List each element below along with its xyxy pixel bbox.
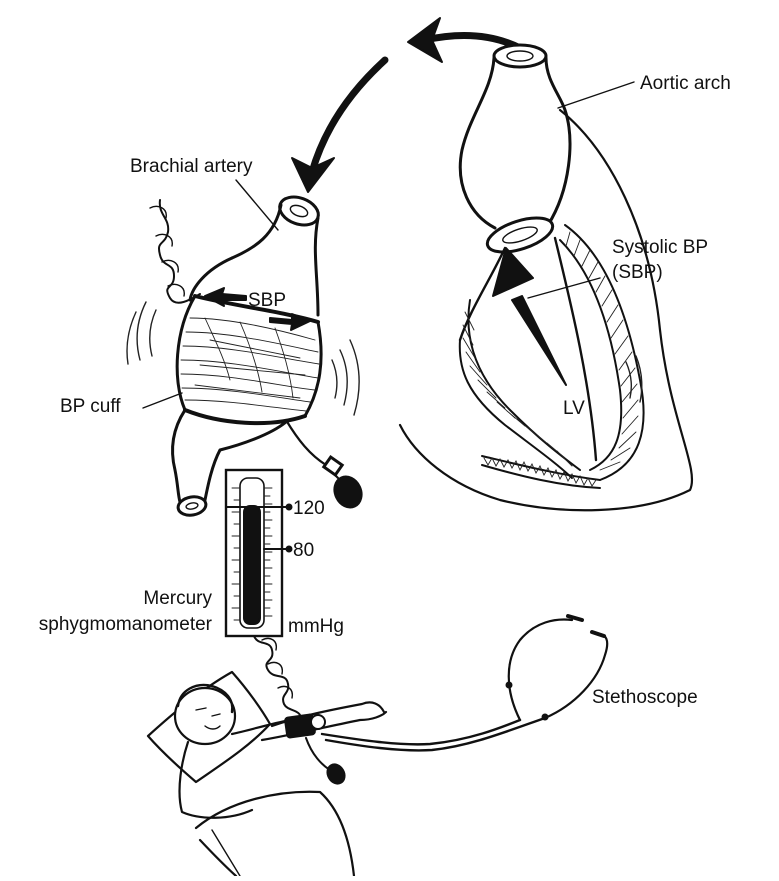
patient bbox=[148, 672, 386, 876]
manometer-tube-coil bbox=[254, 636, 302, 720]
label-bp-cuff: BP cuff bbox=[60, 396, 121, 417]
label-aortic-arch: Aortic arch bbox=[640, 73, 731, 94]
cuff-tube-coil bbox=[150, 200, 200, 303]
label-brachial-artery: Brachial artery bbox=[130, 156, 253, 177]
label-systolic-bp-abbrev: (SBP) bbox=[612, 262, 663, 283]
label-80: 80 bbox=[293, 540, 314, 561]
label-mercury: Mercury bbox=[143, 588, 212, 609]
aortic-arch bbox=[460, 45, 570, 259]
stethoscope bbox=[322, 616, 607, 750]
label-120: 120 bbox=[293, 498, 325, 519]
label-sbp: SBP bbox=[248, 290, 286, 311]
label-systolic-bp: Systolic BP bbox=[612, 237, 708, 258]
label-sphygmomanometer: sphygmomanometer bbox=[39, 614, 213, 635]
label-lv: LV bbox=[563, 398, 585, 419]
mercury-sphygmomanometer bbox=[226, 470, 292, 636]
flow-arrow-lower bbox=[292, 60, 385, 192]
apex-wall bbox=[482, 456, 600, 488]
label-mmhg: mmHg bbox=[288, 616, 344, 637]
myocardium-left bbox=[460, 300, 580, 478]
label-stethoscope: Stethoscope bbox=[592, 687, 698, 708]
lv-ejection-arrow bbox=[493, 248, 566, 385]
